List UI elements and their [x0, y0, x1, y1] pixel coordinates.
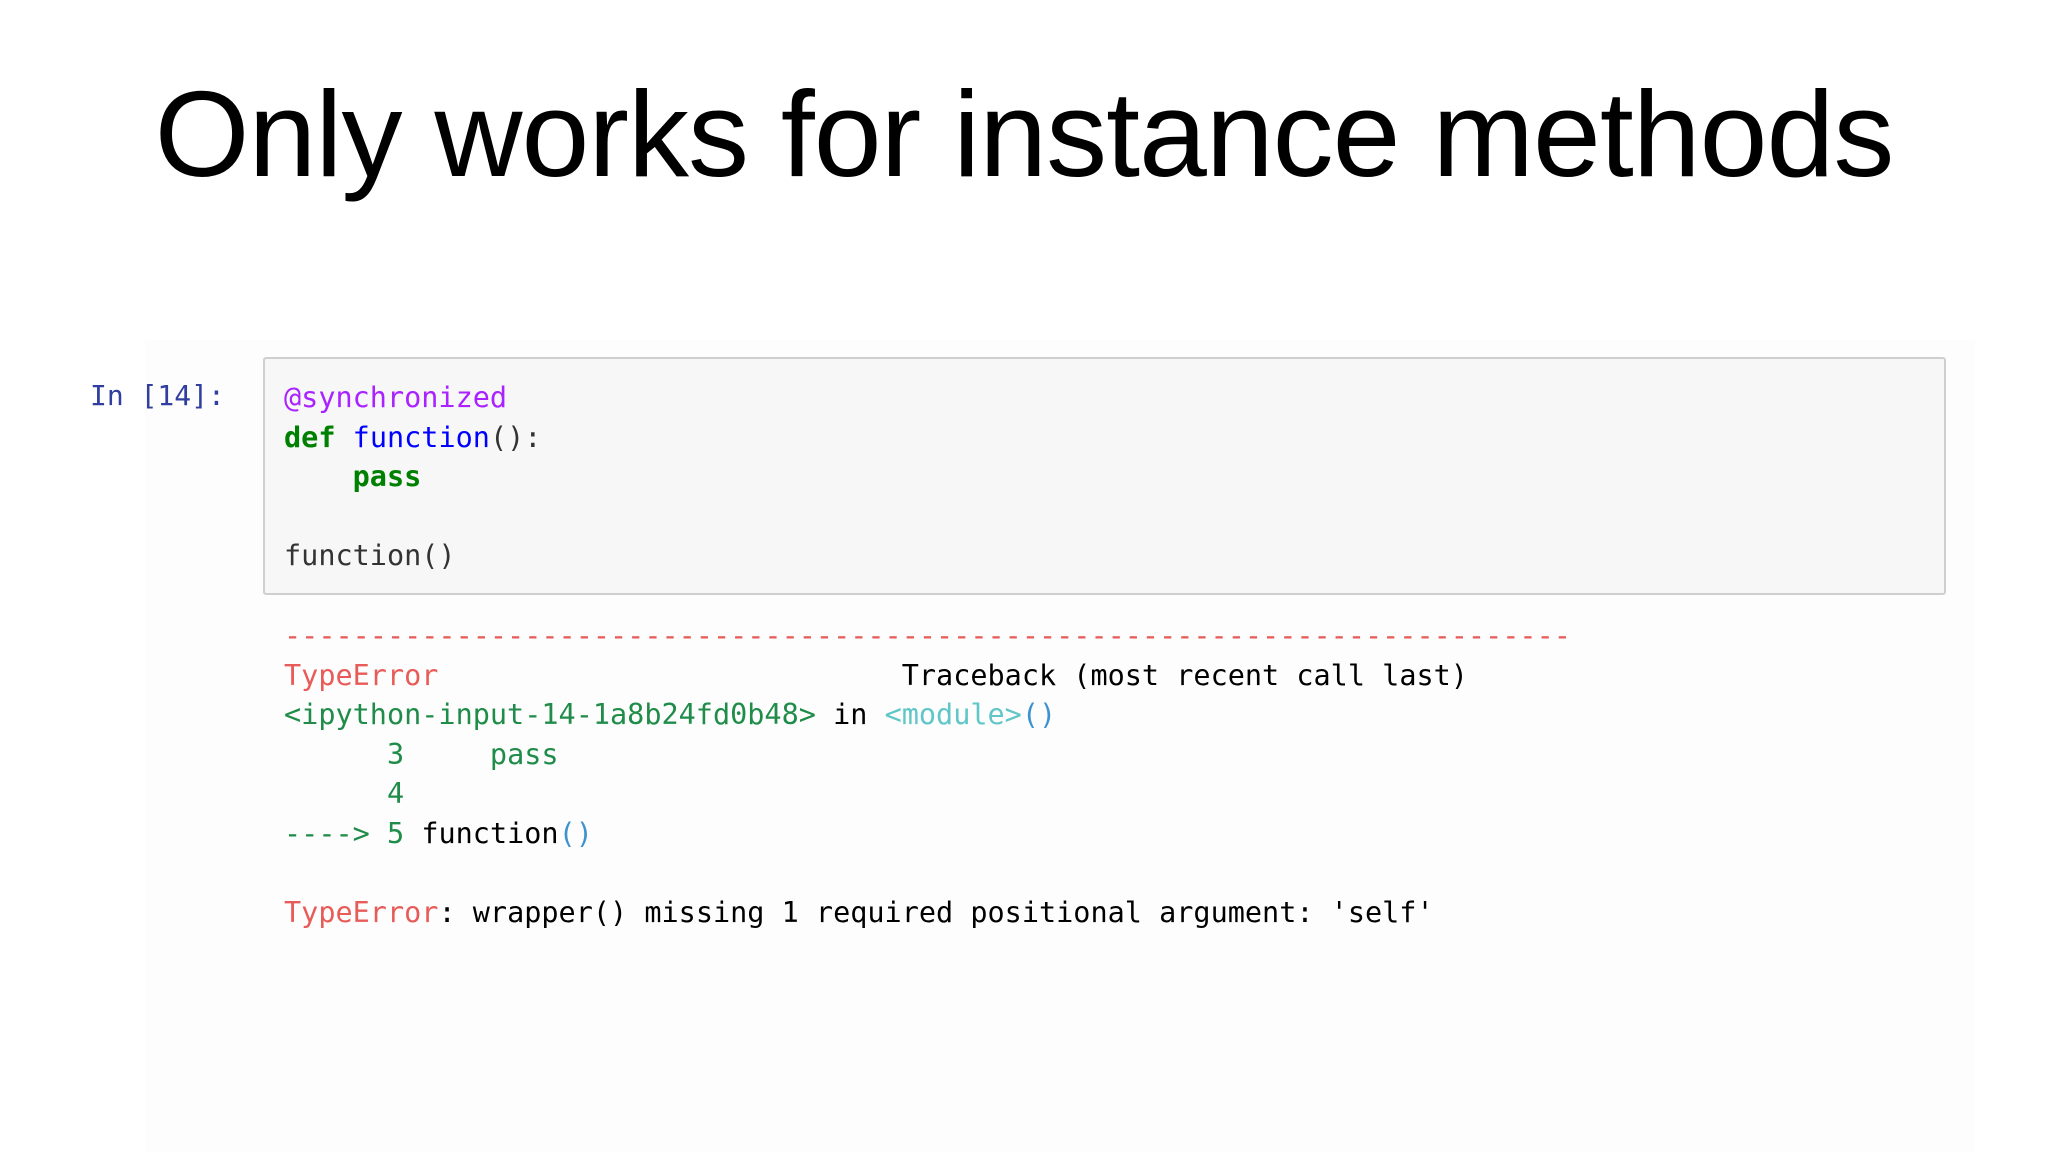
error-message: : wrapper() missing 1 required positiona…: [438, 895, 1434, 929]
traceback-header-line: TypeError Traceback (most recent call la…: [284, 656, 1571, 696]
cell-prompt: In [14]:: [90, 379, 225, 412]
current-line-arrow: ---->: [284, 816, 370, 850]
code-line-call: function(): [284, 536, 541, 576]
context-code-3: pass: [404, 737, 559, 771]
traceback-location-line: <ipython-input-14-1a8b24fd0b48> in <modu…: [284, 695, 1571, 735]
error-message-type: TypeError: [284, 895, 439, 929]
current-call-parens: (): [558, 816, 593, 850]
current-call-name: function: [421, 816, 559, 850]
current-line: ----> 5 function(): [284, 814, 1571, 854]
call-token: function(): [284, 539, 456, 572]
in-word: in: [815, 698, 885, 731]
error-type-label: TypeError: [284, 658, 439, 692]
module-parens: (): [1021, 698, 1057, 731]
error-message-line: TypeError: wrapper() missing 1 required …: [284, 893, 1571, 933]
line-number-4: 4: [386, 777, 405, 810]
header-gap: [438, 659, 901, 692]
input-ref: <ipython-input-14-1a8b24fd0b48>: [284, 698, 816, 731]
context-line-4: 4: [284, 774, 1571, 814]
current-line-number: 5: [386, 816, 405, 850]
context-line-3: 3 pass: [284, 735, 1571, 775]
error-output: ----------------------------------------…: [284, 616, 1571, 932]
code-line-def: def function():: [284, 418, 541, 458]
code-input[interactable]: @synchronized def function(): pass functio…: [284, 378, 541, 576]
traceback-separator: ----------------------------------------…: [284, 619, 1571, 652]
def-keyword: def: [284, 420, 336, 454]
traceback-header: Traceback (most recent call last): [901, 658, 1468, 692]
code-input-cell[interactable]: [263, 357, 1946, 595]
code-line-decorator: @synchronized: [284, 378, 541, 418]
module-ref: <module>: [884, 698, 1022, 731]
code-line-blank: [284, 497, 541, 537]
pass-keyword: pass: [352, 460, 422, 493]
decorator-token: @synchronized: [284, 381, 508, 414]
slide-title: Only works for instance methods: [154, 66, 1895, 202]
line-number-3: 3: [386, 737, 405, 771]
code-line-pass: pass: [284, 457, 541, 497]
indent: [284, 460, 353, 493]
function-name-token: function: [352, 420, 490, 454]
context-prefix: [284, 738, 387, 771]
signature-rest: ():: [489, 420, 542, 454]
context-prefix: [284, 777, 387, 810]
output-blank-line: [284, 853, 1571, 893]
